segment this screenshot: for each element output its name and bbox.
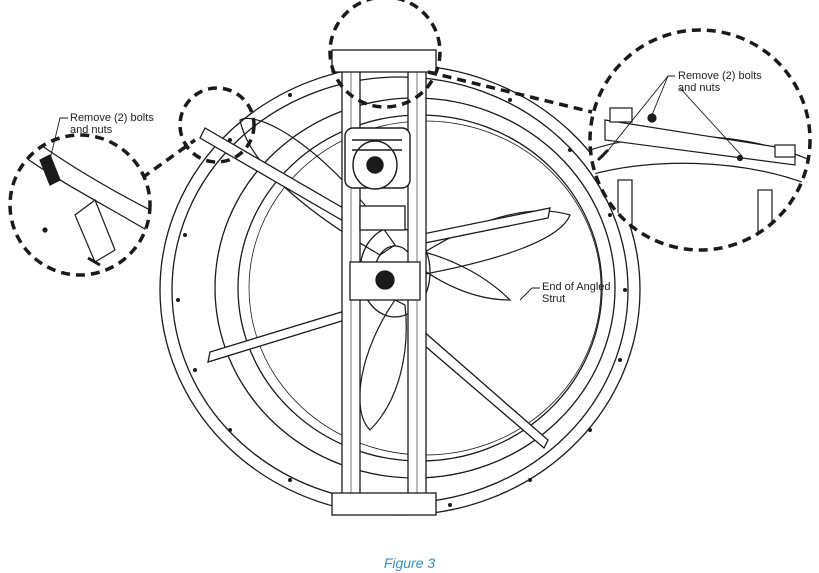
left-detail-circle	[8, 133, 152, 277]
callout-left-bolts-nuts: Remove (2) bolts and nuts	[70, 112, 154, 136]
callout-end-of-angled-strut: End of Angled Strut	[542, 281, 611, 305]
dashed-leaders	[140, 70, 593, 180]
small-left-detail-circle	[178, 86, 256, 164]
ring-bolt-holes	[176, 93, 627, 507]
motor	[344, 127, 411, 190]
fan-blades	[239, 118, 571, 431]
right-detail-circle	[588, 28, 812, 252]
figure-caption: Figure 3	[383, 555, 436, 571]
callout-right-bolts-nuts: Remove (2) bolts and nuts	[678, 70, 762, 94]
angled-struts	[199, 127, 551, 450]
top-detail-circle	[328, 0, 442, 109]
callout-leader-lines	[47, 75, 743, 301]
bearing-plate	[349, 205, 421, 301]
